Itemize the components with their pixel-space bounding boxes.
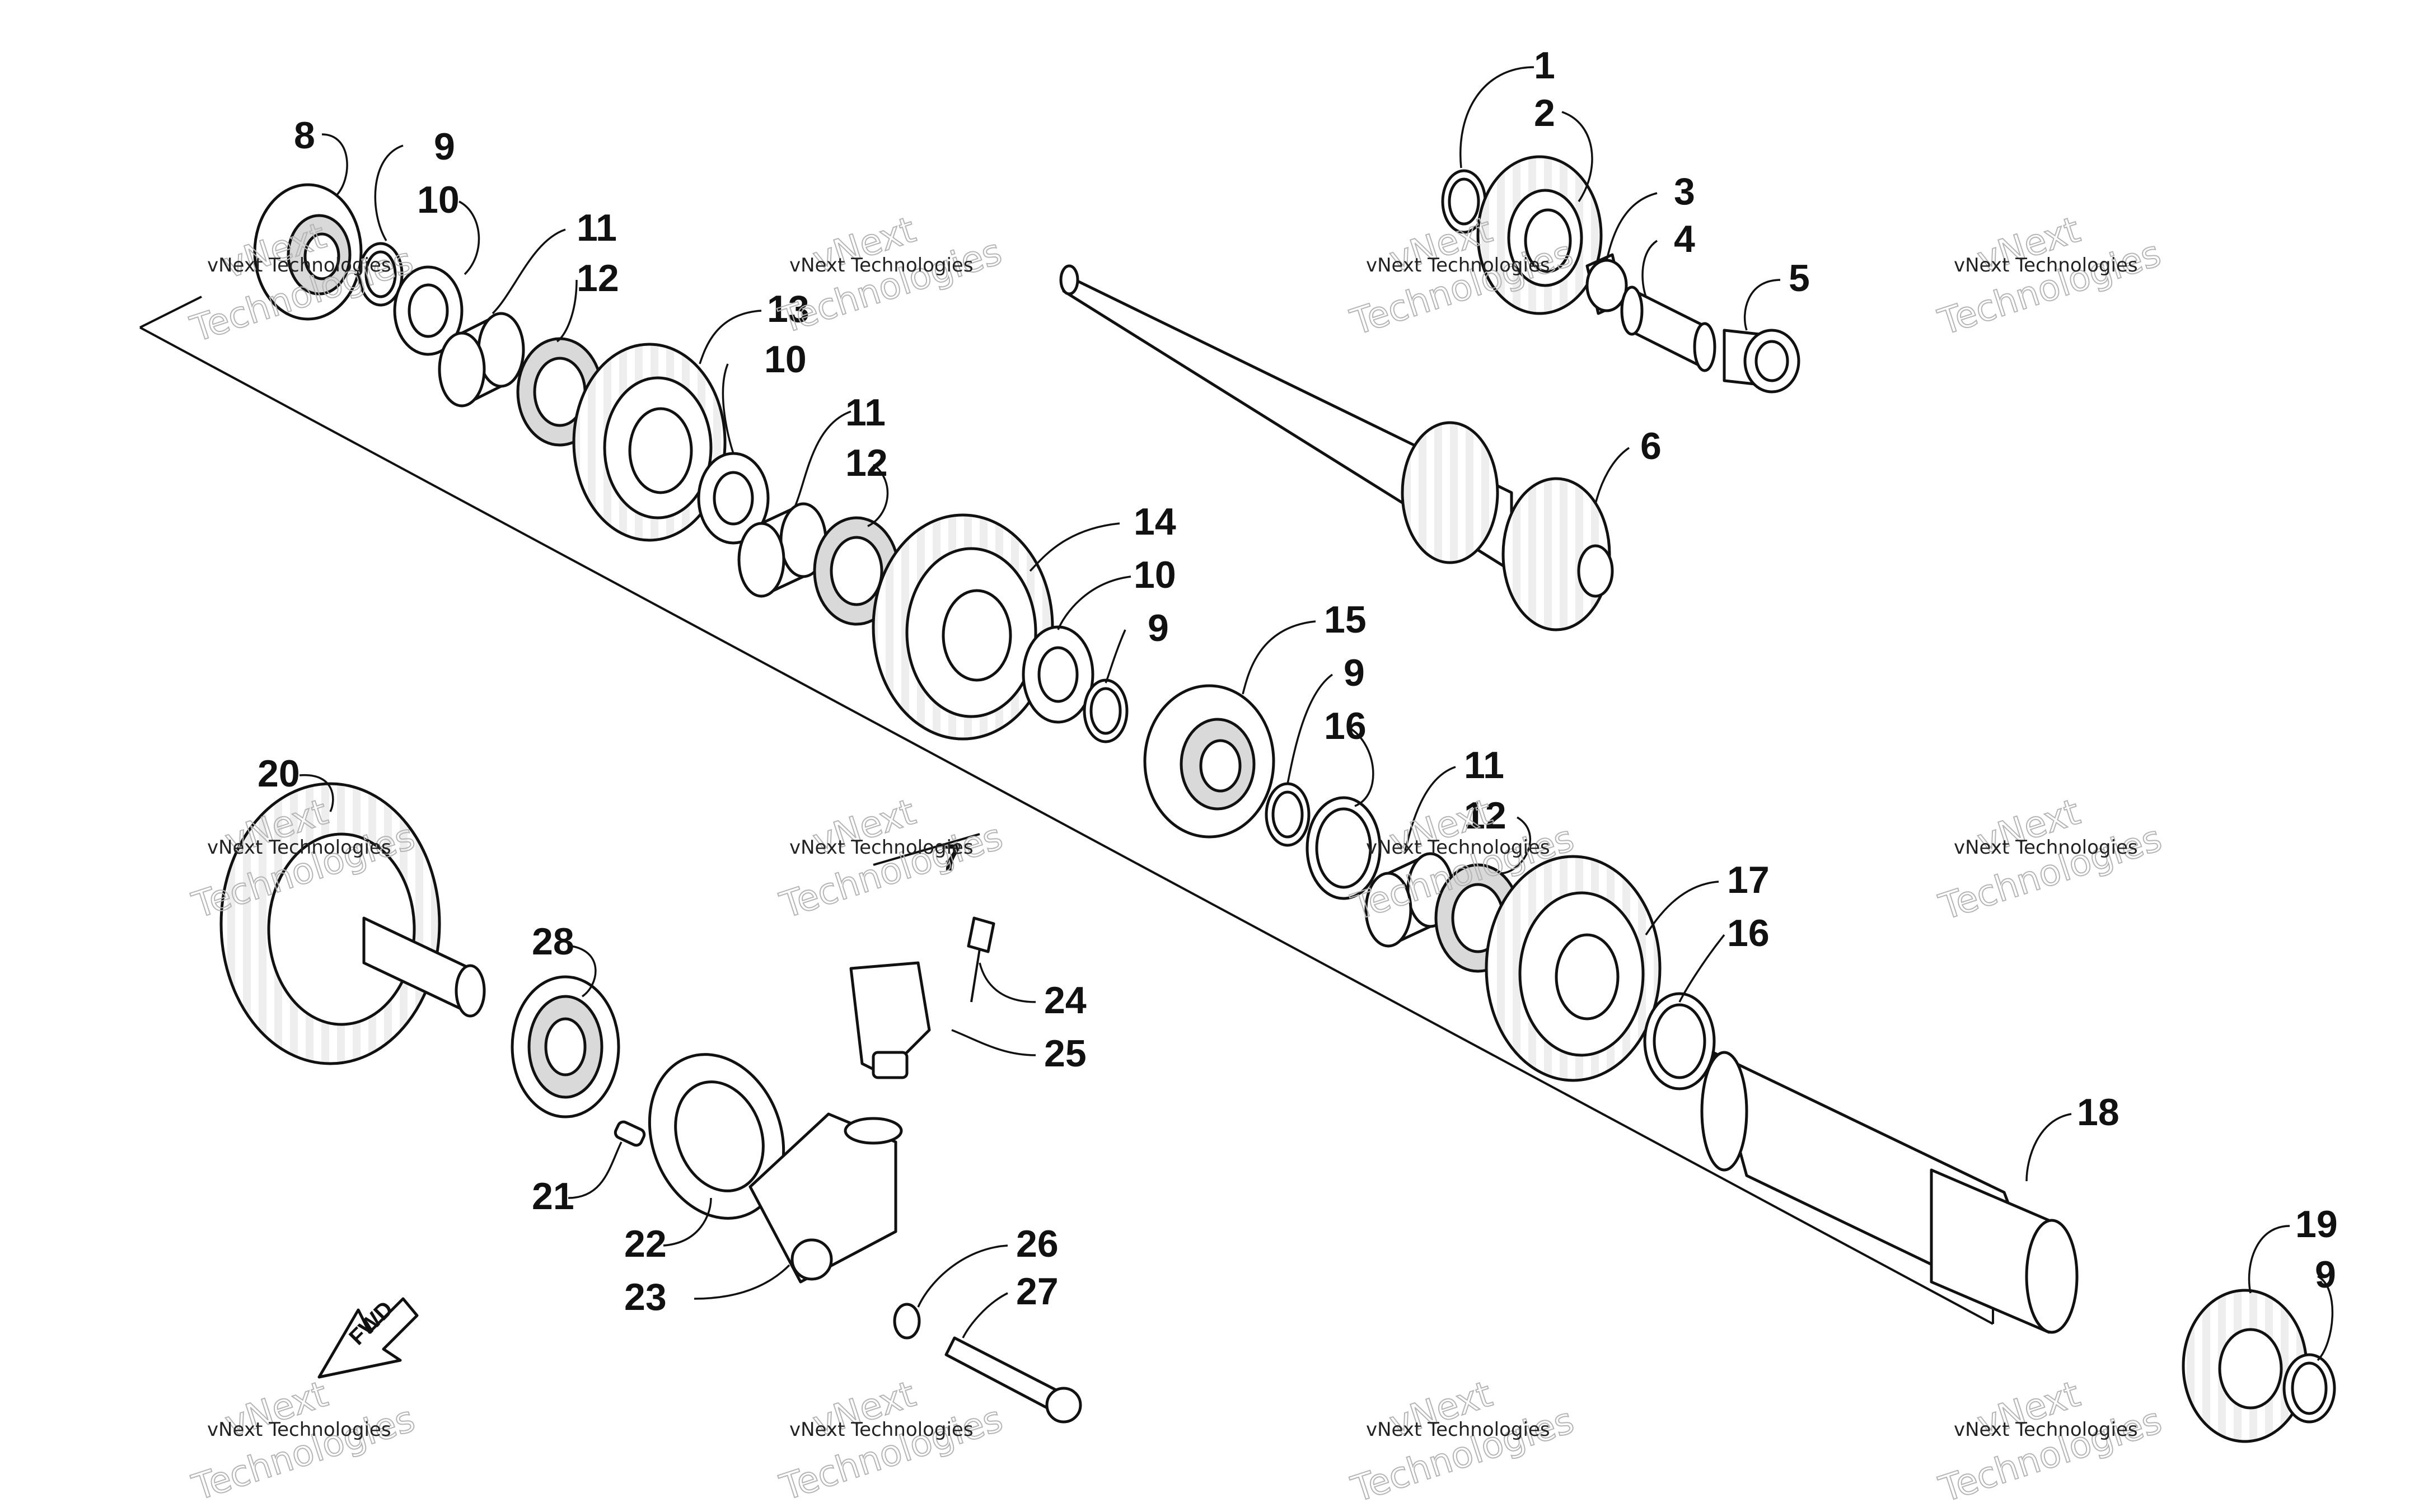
callout-23: 23 <box>624 1276 667 1318</box>
callout-17: 17 <box>1727 859 1770 901</box>
callout-16b: 16 <box>1727 912 1770 954</box>
part-9-snap-ring-b <box>1083 678 1129 743</box>
callout-25: 25 <box>1044 1032 1087 1075</box>
part-14-gear <box>872 513 1054 741</box>
fwd-arrow-icon: FWD <box>317 1296 419 1379</box>
callout-9c: 9 <box>1344 652 1365 694</box>
callout-5: 5 <box>1789 257 1810 299</box>
part-24-bolt <box>967 916 995 1003</box>
part-1-snap-ring <box>1441 169 1487 234</box>
callout-15: 15 <box>1324 598 1367 641</box>
part-13-gear <box>572 343 727 542</box>
callout-11a: 11 <box>577 207 617 249</box>
svg-text:vNext Technologies: vNext Technologies <box>789 254 974 277</box>
part-16-shim-a <box>1306 796 1382 900</box>
svg-text:vNext Technologies: vNext Technologies <box>1954 836 2138 859</box>
part-10-washer-a <box>393 265 464 356</box>
svg-text:vNext Technologies: vNext Technologies <box>1366 254 1550 277</box>
leader-lines <box>299 66 2333 1361</box>
part-11-bushing-b <box>737 502 827 598</box>
callout-6: 6 <box>1640 425 1662 467</box>
part-11-bushing-c <box>1364 852 1454 948</box>
callout-19: 19 <box>2295 1203 2338 1246</box>
callout-24: 24 <box>1044 979 1087 1022</box>
part-22-gasket <box>648 1053 785 1220</box>
part-10-washer-c <box>1022 625 1094 724</box>
callout-12a: 12 <box>577 257 619 299</box>
part-5-collar <box>1723 329 1800 394</box>
part-8-shift-dog <box>253 183 363 321</box>
callout-7: 7 <box>941 836 962 879</box>
callout-12c: 12 <box>1464 794 1506 837</box>
part-6-input-shaft <box>1059 264 1614 631</box>
callout-9b: 9 <box>1148 607 1169 649</box>
callout-26: 26 <box>1016 1223 1059 1265</box>
part-11-bushing-a <box>438 312 525 408</box>
callout-16a: 16 <box>1324 705 1367 747</box>
part-9-snap-ring-c <box>1265 782 1311 847</box>
part-4-sleeve <box>1620 285 1716 372</box>
part-9-snap-ring-d <box>2282 1353 2336 1424</box>
part-17-gear <box>1485 855 1662 1082</box>
part-18-output-shaft <box>1700 1051 2079 1334</box>
part-16-shim-b <box>1643 992 1716 1090</box>
callout-14: 14 <box>1134 500 1176 543</box>
part-2-gear <box>1476 155 1603 315</box>
callout-20: 20 <box>258 752 300 795</box>
callout-11b: 11 <box>845 391 886 434</box>
callout-4: 4 <box>1674 218 1695 260</box>
svg-text:vNext Technologies: vNext Technologies <box>207 836 391 859</box>
svg-text:vNext Technologies: vNext Technologies <box>207 1419 391 1441</box>
part-10-washer-b <box>697 452 770 545</box>
svg-text:vNext Technologies: vNext Technologies <box>1366 836 1550 859</box>
callout-9d: 9 <box>2315 1253 2336 1296</box>
callout-22: 22 <box>624 1223 667 1265</box>
callout-18: 18 <box>2077 1091 2119 1134</box>
callout-8: 8 <box>294 114 315 157</box>
part-25-speed-sensor <box>849 961 931 1079</box>
part-15-shift-dog <box>1143 684 1275 839</box>
part-19-gear <box>2182 1289 2308 1443</box>
watermark-text: vNext Technologies <box>207 254 391 277</box>
part-21-dowel-pin <box>614 1120 646 1147</box>
callout-1: 1 <box>1534 44 1555 87</box>
part-26-washer <box>893 1303 921 1340</box>
svg-text:vNext Technologies: vNext Technologies <box>789 1419 974 1441</box>
callout-10a: 10 <box>417 179 460 221</box>
part-20-gear-shaft <box>219 782 486 1065</box>
callout-21: 21 <box>532 1175 574 1218</box>
svg-text:vNext Technologies: vNext Technologies <box>1366 1419 1550 1441</box>
callout-27: 27 <box>1016 1270 1059 1313</box>
svg-text:vNext Technologies: vNext Technologies <box>1954 254 2138 277</box>
part-3-bushing <box>1585 253 1628 315</box>
svg-text:vNext Technologies: vNext Technologies <box>789 836 974 859</box>
callout-13: 13 <box>767 288 810 330</box>
callout-3: 3 <box>1674 170 1695 213</box>
assembly-bracket <box>139 296 1994 1325</box>
callout-9a: 9 <box>434 125 455 168</box>
callout-10c: 10 <box>1134 554 1176 596</box>
part-23-sensor-housing <box>748 1112 903 1284</box>
svg-text:vNext Technologies: vNext Technologies <box>1954 1419 2138 1441</box>
callouts: 1 2 3 4 5 6 7 8 9 10 11 12 13 10 11 12 1… <box>258 44 2338 1318</box>
callout-12b: 12 <box>845 442 888 484</box>
part-9-snap-ring-a <box>358 242 404 307</box>
callout-28: 28 <box>532 920 574 963</box>
part-28-ball-bearing <box>511 975 620 1118</box>
part-27-bolt <box>944 1336 1082 1424</box>
callout-10b: 10 <box>764 338 807 381</box>
callout-2: 2 <box>1534 92 1555 134</box>
callout-11c: 11 <box>1464 744 1504 787</box>
